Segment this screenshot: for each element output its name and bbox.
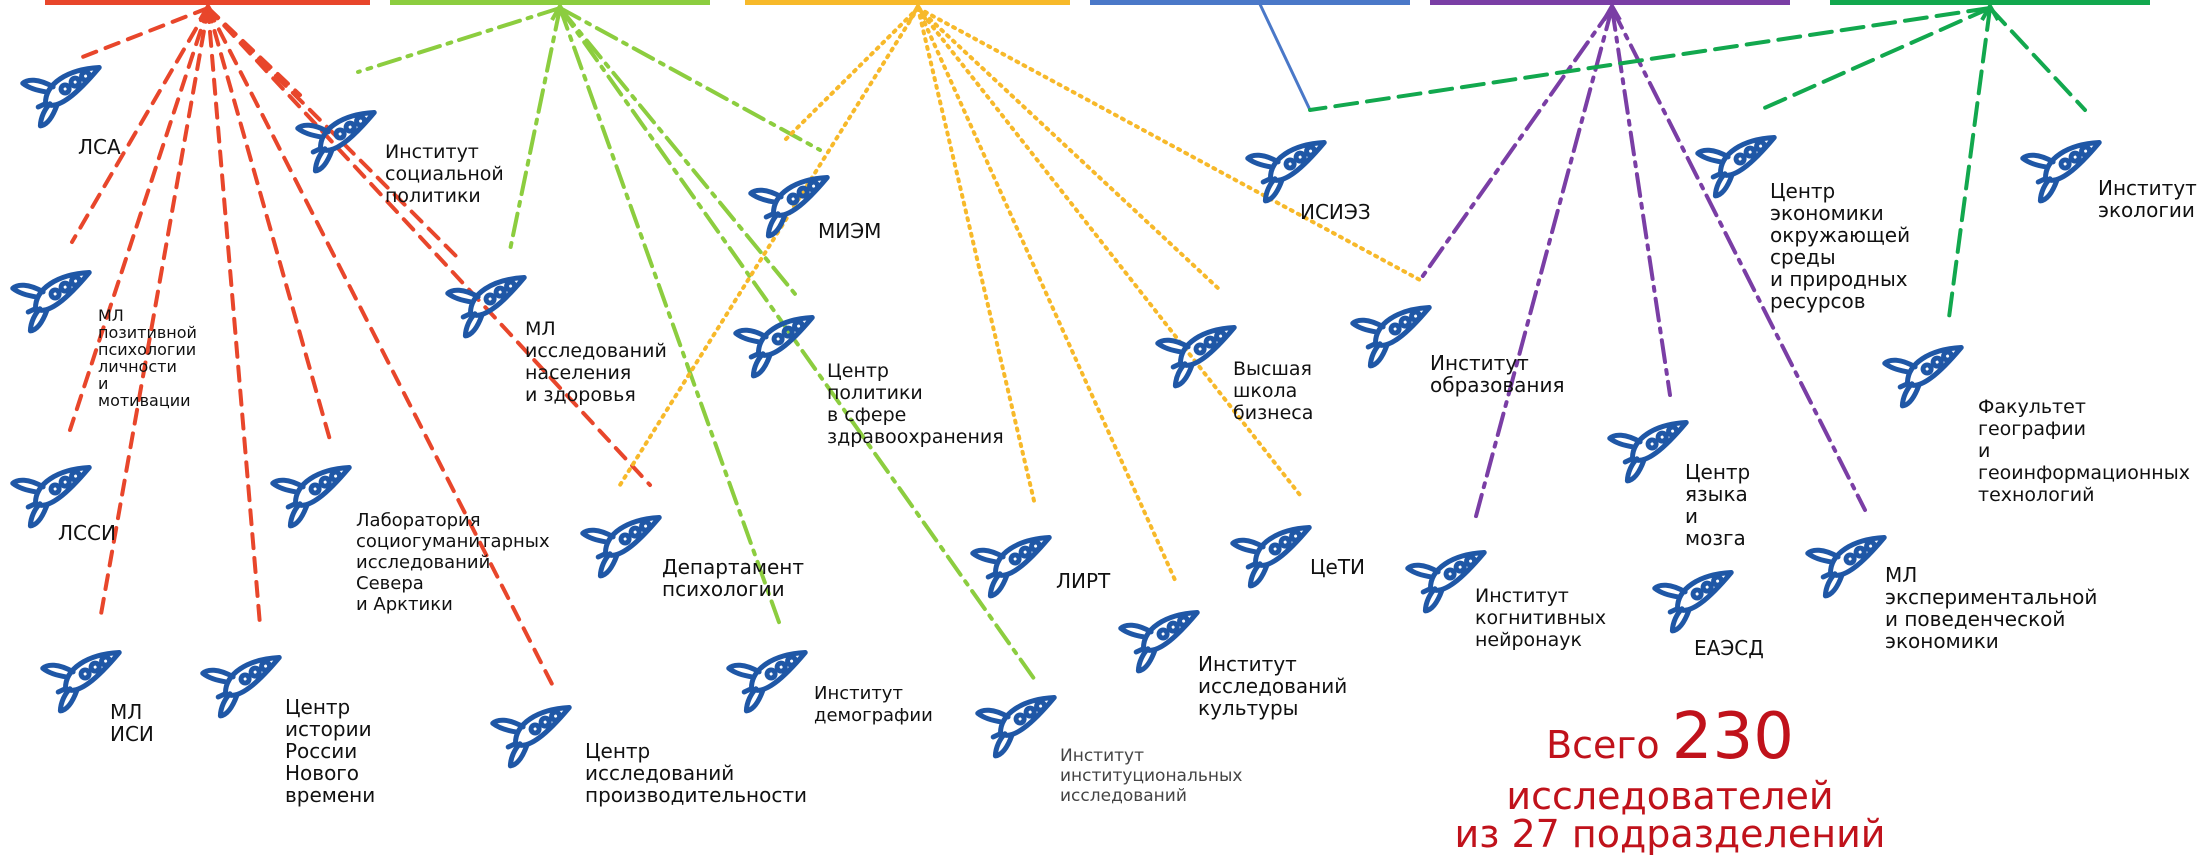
connection-line: [70, 6, 210, 244]
connection-line: [783, 6, 920, 142]
rocket-icon: [1882, 320, 1982, 420]
unit-label: Высшая школа бизнеса: [1233, 358, 1314, 424]
connection-line: [916, 6, 1037, 507]
connection-line: [916, 6, 1222, 292]
summary-line2: из 27 подразделений: [1454, 812, 1886, 856]
connection-line: [78, 6, 210, 60]
unit-label: ЛИРТ: [1056, 569, 1111, 593]
unit-label: ЛСА: [78, 135, 121, 159]
unit-label: Институт социальной политики: [385, 141, 504, 207]
connection-line: [1418, 6, 1614, 282]
hub-arrowhead: [198, 1, 218, 21]
connection-line: [206, 6, 652, 487]
connection-line: [1610, 6, 1672, 397]
unit-label: МЛ позитивной психологии личности и моти…: [98, 306, 197, 410]
connection-line: [1610, 6, 1867, 512]
connection-line: [558, 6, 1037, 682]
summary-line1: Всего 230 исследователей: [1390, 700, 1950, 818]
unit-label: ЦеТИ: [1310, 555, 1366, 579]
unit-label: Институт когнитивных нейронаук: [1475, 585, 1607, 651]
hub-arrowhead: [550, 1, 570, 21]
unit-label: Институт экологии: [2098, 176, 2197, 222]
rocket-icon: [733, 290, 833, 390]
rocket-icon: [270, 440, 370, 540]
unit-label: ИСИЭЗ: [1300, 200, 1371, 224]
rocket-icon: [1230, 500, 1330, 600]
unit-label: МЛ исследований населения и здоровья: [525, 318, 667, 406]
connection-line: [618, 6, 920, 487]
rocket-icon: [295, 85, 395, 185]
summary-prefix: Всего: [1546, 723, 1660, 767]
connection-line: [68, 6, 210, 432]
unit-label: МЛ ИСИ: [110, 700, 154, 746]
unit-label: МЛ экспериментальной и поведенческой эко…: [1885, 563, 2098, 653]
connection-line: [558, 6, 822, 152]
unit-label: Центр языка и мозга: [1685, 460, 1751, 550]
unit-label: Центр политики в сфере здравоохранения: [827, 360, 1004, 448]
unit-label: Институт институциональных исследований: [1060, 746, 1243, 806]
summary-total: 230: [1671, 700, 1794, 774]
unit-label: ЛССИ: [58, 521, 116, 545]
connection-line: [356, 6, 562, 74]
connection-line: [206, 6, 332, 442]
connection-line: [558, 6, 782, 627]
unit-label: Институт образования: [1430, 351, 1565, 397]
rocket-icon: [970, 510, 1070, 610]
connection-line: [558, 6, 802, 302]
unit-label: Центр истории России Нового времени: [285, 695, 376, 807]
rocket-icon: [10, 245, 110, 345]
rocket-icon: [726, 625, 826, 725]
unit-label: Лаборатория социогуманитарных исследован…: [356, 510, 550, 615]
unit-label: Институт исследований культуры: [1198, 652, 1348, 720]
unit-label: МИЭМ: [818, 219, 882, 243]
unit-label: Факультет географии и геоинформационных …: [1978, 396, 2190, 506]
connection-line: [916, 6, 1422, 282]
hub-arrowhead: [1980, 1, 2000, 21]
connection-line: [98, 6, 210, 622]
connection-line: [1473, 6, 1614, 522]
rocket-icon: [490, 680, 590, 780]
rocket-icon: [1652, 545, 1752, 645]
connection-line: [1946, 6, 1992, 327]
connection-line: [916, 6, 1302, 497]
connection-line: [206, 6, 557, 692]
connection-line: [508, 6, 562, 252]
unit-label: Институт демографии: [814, 683, 933, 726]
unit-label: Департамент психологии: [662, 555, 804, 601]
connection-line: [1308, 6, 1992, 112]
hub-arrowhead: [908, 1, 928, 21]
connection-line: [206, 6, 302, 97]
unit-label: Центр экономики окружающей среды и приро…: [1770, 179, 1911, 313]
rocket-icon: [20, 40, 120, 140]
connection-line: [1758, 6, 1992, 112]
connection-line: [916, 6, 1177, 582]
unit-label: Центр исследований производительности: [585, 739, 807, 807]
connection-line: [206, 6, 262, 627]
unit-label: ЕАЭСД: [1694, 636, 1764, 660]
summary: Всего 230 исследователей из 27 подраздел…: [1390, 700, 1950, 856]
hub-arrowhead: [1602, 1, 1622, 21]
connection-line: [1256, 0, 1312, 112]
connection-line: [1988, 6, 2087, 112]
